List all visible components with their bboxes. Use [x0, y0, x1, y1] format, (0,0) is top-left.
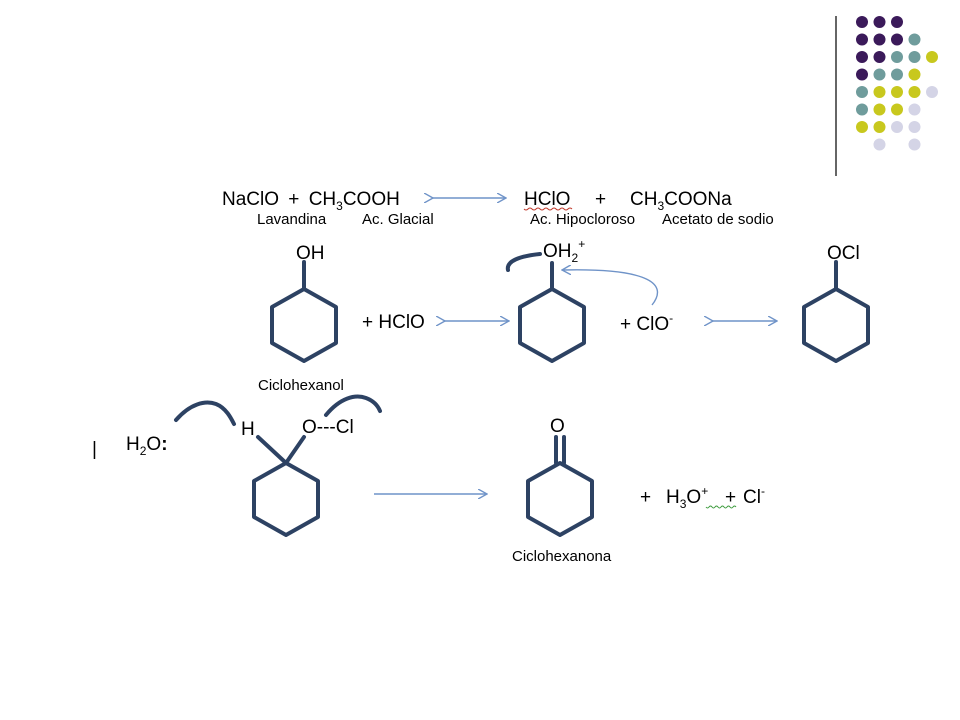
group-ocl: OCl — [827, 243, 860, 264]
label-h: H — [241, 419, 255, 440]
byproducts-plus-1: + — [640, 487, 651, 508]
decorative-dot — [908, 68, 921, 81]
spellcheck-squiggle-green — [705, 505, 737, 509]
name-ciclohexanona: Ciclohexanona — [512, 548, 612, 565]
label-acido-hipocloroso: Ac. Hipocloroso — [530, 211, 635, 228]
decorative-dot — [856, 121, 868, 133]
decorative-dot — [926, 51, 938, 63]
decorative-dot — [908, 51, 921, 63]
bond-c-o — [284, 435, 306, 465]
decorative-dot — [873, 33, 886, 46]
decorative-dot — [873, 103, 886, 116]
bond-c-h — [256, 435, 288, 465]
decorative-dot — [908, 138, 921, 151]
name-ciclohexanol: Ciclohexanol — [258, 377, 344, 394]
equation-2-labels: OH + HClO Ciclohexanol OH2+ + ClO- OCl — [258, 237, 860, 394]
chloride-ion: Cl- — [743, 484, 765, 508]
decorative-dot — [908, 86, 921, 98]
label-acetato-de-sodio: Acetato de sodio — [662, 211, 774, 228]
byproducts-plus-2: + — [725, 487, 736, 508]
decorative-dot — [891, 68, 903, 81]
group-oh: OH — [296, 243, 325, 264]
equation-1: NaClO + CH3COOH HClO + CH3COONa Lavandin… — [222, 189, 774, 228]
eq1-reactants: NaClO + CH3COOH — [222, 189, 400, 213]
hydronium-ion: H3O+ — [666, 484, 708, 511]
decorative-dot — [926, 86, 938, 98]
decorative-dot — [891, 51, 903, 63]
decorative-dot — [873, 121, 886, 133]
label-lavandina: Lavandina — [257, 211, 327, 228]
row-marker: | — [92, 439, 97, 460]
decorative-dot — [891, 33, 903, 46]
water-molecule: H2O: — [126, 434, 168, 458]
group-ketone-o: O — [550, 416, 565, 437]
equation-3: | H2O: H O---Cl O + H3O+ + Cl- Ciclohexa… — [92, 394, 765, 565]
decorative-dot — [891, 16, 903, 28]
reagent-hclo: + HClO — [362, 312, 425, 333]
decorative-dot — [856, 51, 868, 63]
ring-chloroether-intermediate — [252, 461, 320, 537]
decorative-dot — [856, 16, 868, 28]
ring-chloroether — [802, 287, 870, 363]
spellcheck-squiggle — [523, 207, 573, 211]
decorative-dot — [873, 51, 886, 63]
decorative-dot — [891, 121, 903, 133]
eq1-plus: + — [595, 189, 606, 210]
curved-arrow-water — [174, 400, 236, 426]
decorative-dot — [891, 103, 903, 116]
electron-pair-curve — [505, 252, 542, 272]
decorative-dot — [873, 86, 886, 98]
label-acido-glacial: Ac. Glacial — [362, 211, 434, 228]
curved-arrow-ocl — [324, 394, 382, 417]
decorative-dot — [873, 16, 886, 28]
eq1-product-hclo: HClO — [524, 189, 570, 210]
decorative-dot — [908, 33, 921, 46]
decorative-dot — [891, 86, 903, 98]
group-oh2-plus: OH2+ — [543, 237, 585, 265]
eq1-product-acetate: CH3COONa — [630, 189, 732, 213]
label-o-cl: O---Cl — [302, 417, 354, 438]
equation-2 — [270, 252, 870, 363]
decorative-dot — [908, 103, 921, 116]
decorative-dot — [856, 68, 868, 81]
decorative-dot — [873, 68, 886, 81]
ring-cyclohexanol — [270, 287, 338, 363]
decorative-dot — [856, 33, 868, 46]
decorative-dot — [856, 86, 868, 98]
nucleophilic-attack-arrow — [563, 270, 659, 306]
ring-cyclohexanone — [526, 461, 594, 537]
nucleophile-clo-minus: + ClO- — [620, 311, 673, 335]
decorative-dot-grid — [856, 16, 938, 151]
decorative-dot — [873, 138, 886, 151]
decorative-dot — [908, 121, 921, 133]
ring-oxonium-intermediate — [518, 287, 586, 363]
decorative-dot — [856, 103, 868, 116]
